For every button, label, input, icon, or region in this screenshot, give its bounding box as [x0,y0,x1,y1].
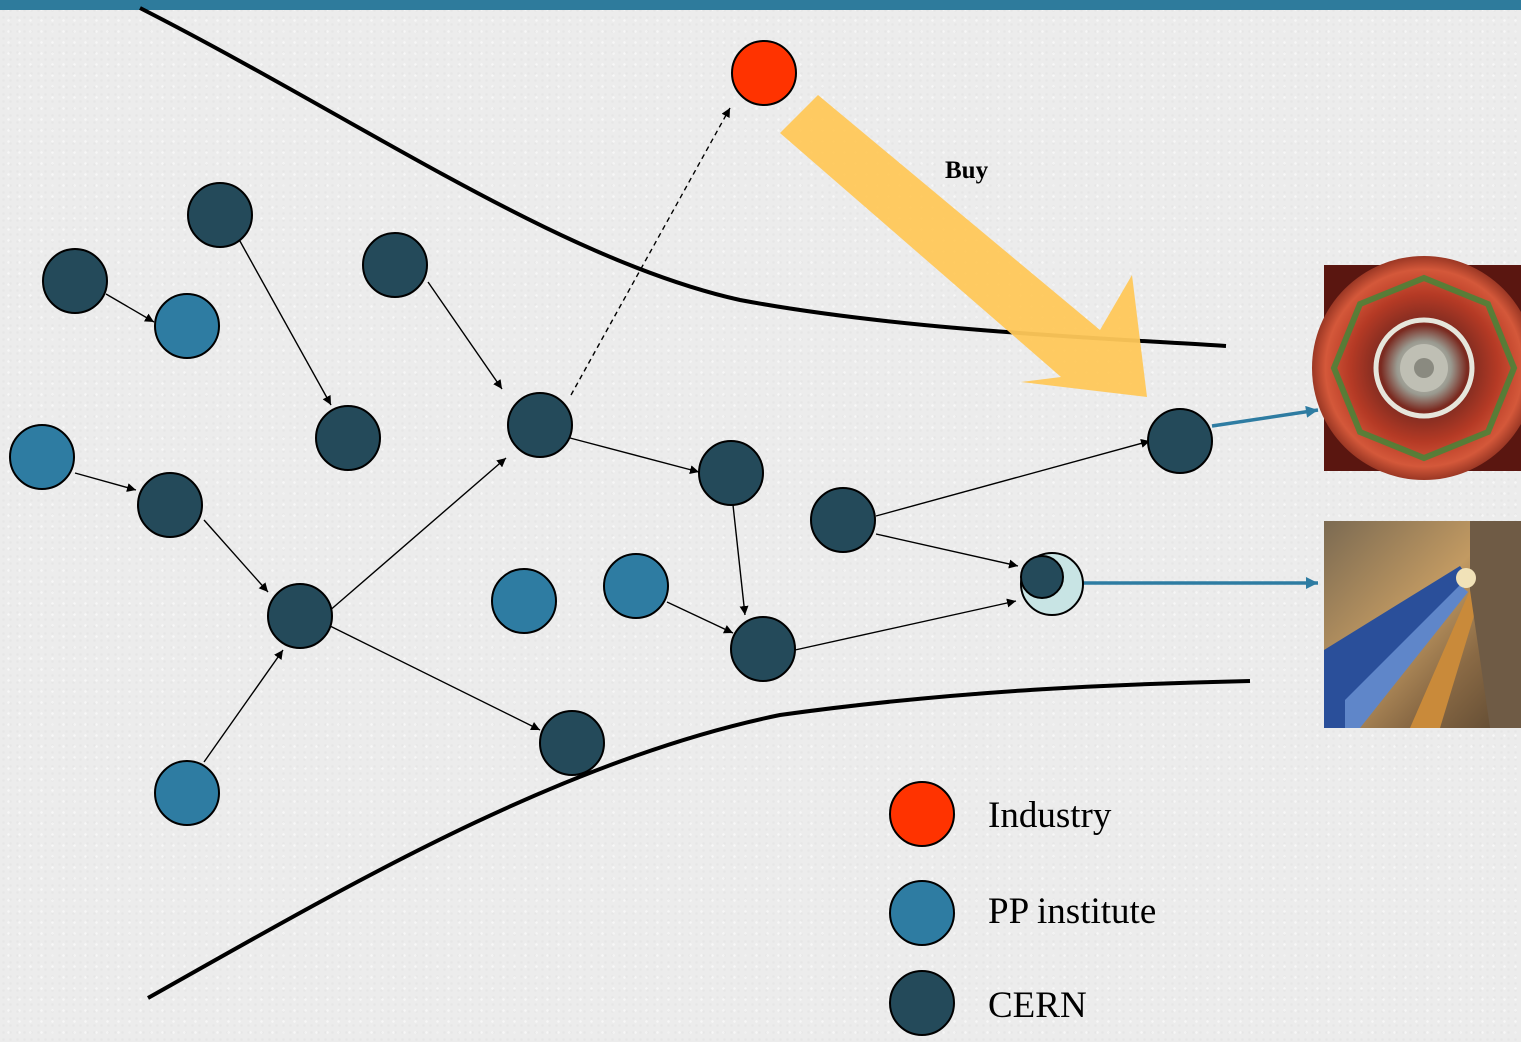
industry-link-dashed [570,107,731,396]
cern-node [730,616,796,682]
edge [569,437,700,475]
legend-label-industry: Industry [988,795,1112,836]
legend-swatch-industry [889,781,955,847]
edge [666,601,734,634]
pp-institute-node [491,568,557,634]
edge [327,457,507,613]
lower-boundary-curve [147,679,1251,1000]
pp-institute-node [603,553,669,619]
cern-node [539,710,605,776]
top-bar [0,0,1521,10]
cern-node [1147,408,1213,474]
cern-node [362,232,428,298]
edge [875,439,1151,517]
detector-photo [1312,256,1521,480]
connectors [74,107,1151,763]
pp-institute-node [154,293,220,359]
legend-label-pp-institute: PP institute [988,891,1156,932]
cern-node [698,440,764,506]
buy-label: Buy [945,157,989,184]
edge [732,504,749,616]
edge [203,649,284,763]
cern-node [42,248,108,314]
upper-boundary-curve [139,6,1227,348]
cern-node [507,392,573,458]
industry-node [731,40,797,106]
cern-node [137,472,203,538]
legend-swatch-cern [889,970,955,1036]
legend-swatch-pp-institute [889,880,955,946]
cern-node [187,182,253,248]
edge [327,624,541,731]
edge [105,293,155,323]
pp-institute-node [154,760,220,826]
cern-node [1020,555,1064,599]
edge [74,472,137,492]
legend-item-industry: Industry [889,781,1112,847]
edge [794,598,1017,651]
edge [427,281,503,390]
cern-node [810,487,876,553]
cern-node [267,583,333,649]
edge [203,519,269,593]
pp-institute-node [9,424,75,490]
legend-label-cern: CERN [988,985,1087,1026]
cern-node [315,405,381,471]
edge [235,233,332,406]
buy-arrow [780,95,1147,397]
legend: Industry PP institute CERN [889,781,1156,1036]
accelerator-tunnel-photo [1324,521,1521,728]
legend-item-cern: CERN [889,970,1087,1036]
legend-item-pp-institute: PP institute [889,880,1156,946]
output-arrow-top [1211,405,1319,428]
edge [875,533,1019,569]
